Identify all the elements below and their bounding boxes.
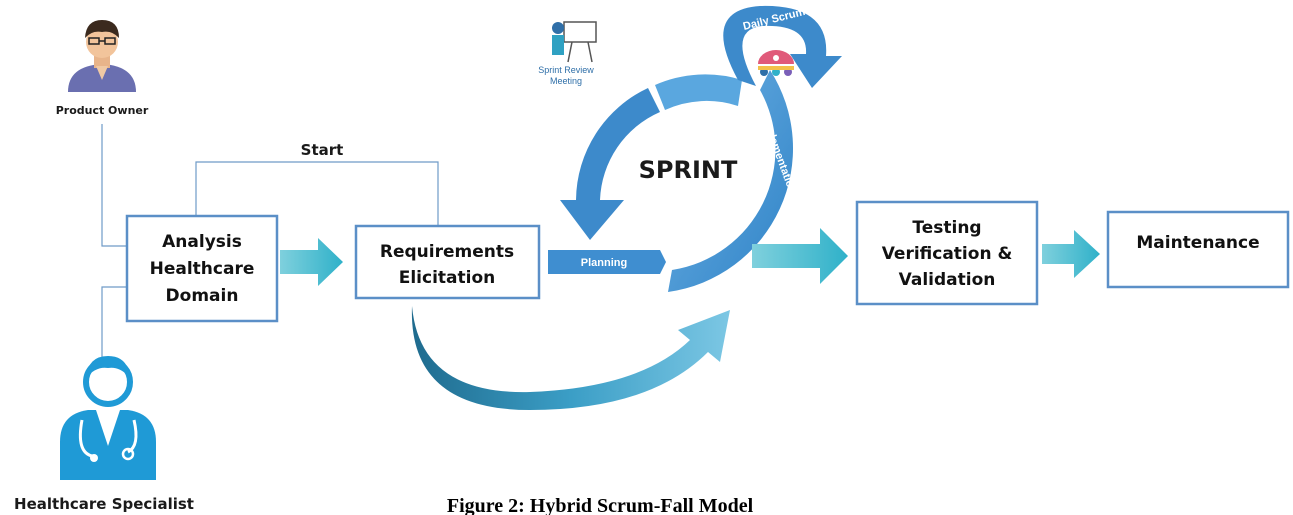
bypass-swoosh-arrow <box>411 306 730 410</box>
review-meeting-line-2: Meeting <box>550 76 582 86</box>
analysis-line-2: Healthcare <box>150 259 255 279</box>
figure-caption: Figure 2: Hybrid Scrum-Fall Model <box>447 495 754 515</box>
presentation-icon <box>552 21 597 63</box>
review-meeting-line-1: Sprint Review <box>538 65 594 75</box>
product-owner-label: Product Owner <box>56 104 149 117</box>
requirements-line-2: Elicitation <box>399 268 496 288</box>
testing-line-1: Testing <box>912 218 981 238</box>
planning-label: Planning <box>581 257 627 269</box>
testing-line-2: Verification & <box>882 244 1013 264</box>
start-label: Start <box>301 141 344 159</box>
testing-line-3: Validation <box>899 270 996 290</box>
healthcare-specialist-icon <box>60 356 156 480</box>
analysis-line-1: Analysis <box>162 232 242 252</box>
product-owner-connector <box>101 124 127 247</box>
maintenance-box <box>1106 210 1290 289</box>
sprint-title: SPRINT <box>639 156 738 184</box>
analysis-line-3: Domain <box>166 286 239 306</box>
analysis-box <box>125 214 279 323</box>
start-connector <box>195 161 439 226</box>
planning-bar <box>548 250 666 274</box>
maintenance-label: Maintenance <box>1136 233 1259 253</box>
specialist-connector <box>101 286 127 380</box>
sprint-cycle <box>560 5 842 292</box>
arrow-testing-to-maintenance <box>1042 230 1100 278</box>
requirements-line-1: Requirements <box>380 242 514 262</box>
requirements-box <box>354 224 541 300</box>
testing-box <box>855 200 1039 306</box>
product-owner-icon <box>68 20 136 92</box>
team-icon <box>758 50 794 76</box>
arrow-analysis-to-requirements <box>280 238 343 286</box>
healthcare-specialist-label: Healthcare Specialist <box>14 495 194 513</box>
arrow-sprint-to-testing <box>752 228 848 284</box>
